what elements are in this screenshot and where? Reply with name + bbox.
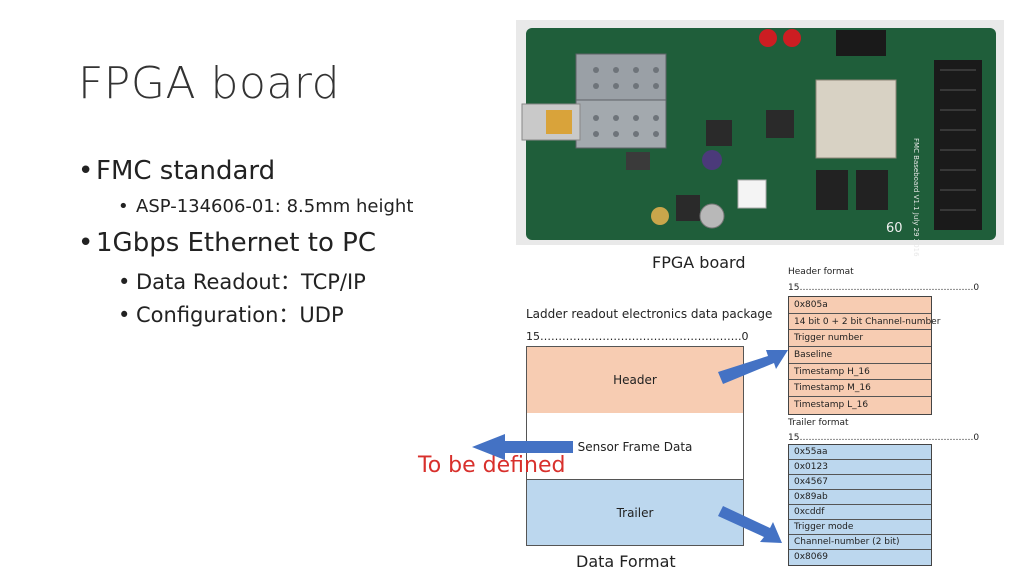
header-format-row: Baseline bbox=[789, 347, 931, 364]
package-title: Ladder readout electronics data package bbox=[526, 307, 773, 321]
bullet-asp: ASP-134606-01: 8.5mm height bbox=[118, 196, 413, 217]
header-format-row: Timestamp L_16 bbox=[794, 400, 869, 411]
fpga-board-illustration: FMC Baseboard V1.1 July 29 2016 60 bbox=[516, 20, 1004, 257]
arrow-to-trailer-format-icon bbox=[718, 506, 782, 543]
header-format-range: 15………………………………………………….0 bbox=[788, 283, 980, 293]
to-be-defined-note: To be defined bbox=[418, 453, 566, 478]
bullet-ethernet: 1Gbps Ethernet to PC bbox=[78, 228, 376, 258]
bullet-config: Configuration：UDP bbox=[118, 299, 344, 329]
package-trailer-block: Trailer bbox=[526, 479, 744, 546]
board-silkscreen: FMC Baseboard V1.1 July 29 2016 bbox=[912, 138, 920, 257]
trailer-format-range: 15………………………………………………….0 bbox=[788, 433, 980, 443]
trailer-format-row: 0x8069 bbox=[794, 552, 828, 562]
header-format-row: 0x805a bbox=[789, 297, 931, 314]
header-format-row: Trigger number bbox=[789, 330, 931, 348]
slide-title: FPGA board bbox=[78, 58, 341, 109]
trailer-format-title: Trailer format bbox=[788, 418, 849, 428]
board-number-label: 60 bbox=[886, 221, 903, 236]
package-sensor-label: Sensor Frame Data bbox=[577, 439, 693, 454]
photo-caption: FPGA board bbox=[652, 253, 746, 272]
trailer-format-row: Channel-number (2 bit) bbox=[789, 535, 931, 550]
package-header-label: Header bbox=[613, 373, 657, 387]
bullet-fmc: FMC standard bbox=[78, 156, 275, 186]
header-format-row: Timestamp M_16 bbox=[789, 380, 931, 398]
package-bit-range: 15……………………………………………….0 bbox=[526, 330, 749, 343]
header-format-title: Header format bbox=[788, 267, 854, 277]
trailer-format-row: 0x89ab bbox=[789, 490, 931, 505]
arrow-to-header-format-icon bbox=[718, 350, 788, 384]
trailer-format-row: 0x4567 bbox=[789, 475, 931, 490]
left-arrow-icon bbox=[472, 434, 573, 460]
fpga-board-photo: FMC Baseboard V1.1 July 29 2016 60 bbox=[516, 20, 1004, 257]
trailer-format-row: Trigger mode bbox=[789, 520, 931, 535]
bullet-readout: Data Readout：TCP/IP bbox=[118, 266, 366, 296]
header-format-row: Timestamp H_16 bbox=[789, 364, 931, 381]
header-format-row: 14 bit 0 + 2 bit Channel-number bbox=[789, 314, 940, 331]
header-format-table: 0x805a 14 bit 0 + 2 bit Channel-number T… bbox=[788, 296, 940, 415]
package-trailer-label: Trailer bbox=[616, 505, 654, 520]
trailer-format-row: 0x0123 bbox=[789, 460, 931, 475]
trailer-format-row: 0xcddf bbox=[789, 505, 931, 520]
trailer-format-row: 0x55aa bbox=[789, 445, 931, 460]
trailer-format-table: 0x55aa 0x0123 0x4567 0x89ab 0xcddf Trigg… bbox=[788, 444, 932, 566]
data-format-caption: Data Format bbox=[576, 552, 676, 571]
